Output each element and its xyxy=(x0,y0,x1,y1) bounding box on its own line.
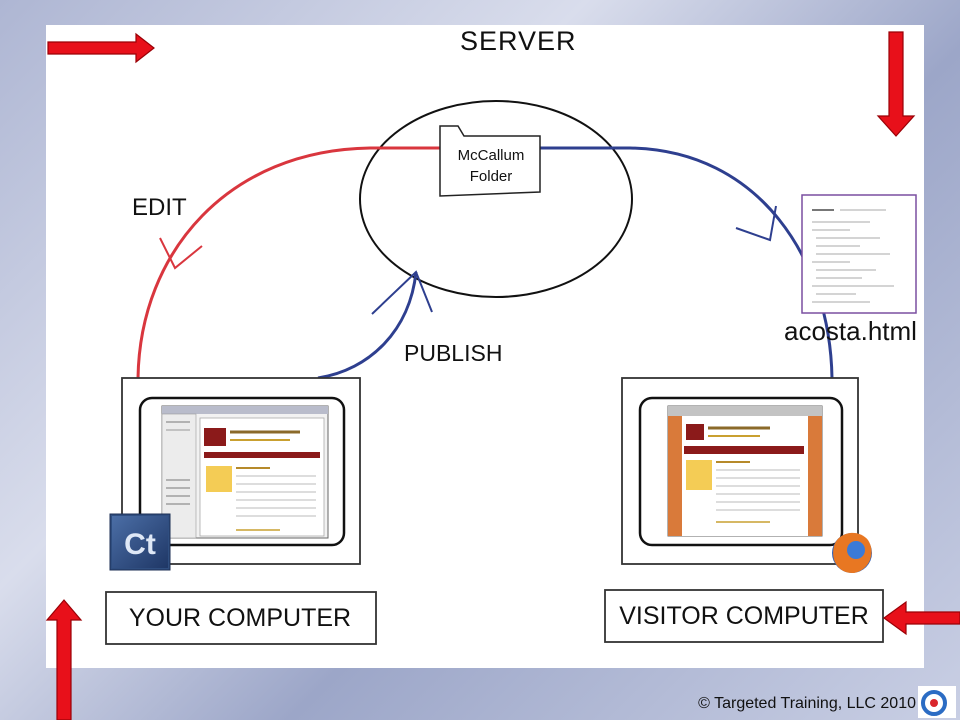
targeted-training-logo xyxy=(918,686,956,718)
visitor-computer-label: VISITOR COMPUTER xyxy=(619,602,869,630)
publish-label: PUBLISH xyxy=(404,340,503,366)
arrow-right-icon xyxy=(47,32,155,64)
edit-line xyxy=(136,146,442,379)
download-line xyxy=(540,146,834,379)
file-name-label: acosta.html xyxy=(784,316,917,346)
server-label: SERVER xyxy=(460,26,577,56)
arrow-up-icon xyxy=(45,599,83,720)
visitor-computer-box xyxy=(604,589,884,643)
firefox-icon xyxy=(832,532,872,574)
folder-label-line2: Folder xyxy=(469,168,513,185)
your-computer-box xyxy=(105,591,377,645)
edit-label: EDIT xyxy=(132,194,187,221)
server-circle xyxy=(359,100,633,298)
folder-label-line1: McCallum xyxy=(457,147,525,164)
edit-arrowhead xyxy=(159,237,203,270)
folder-label: McCallum Folder xyxy=(444,145,538,187)
your-computer-monitor xyxy=(121,377,361,565)
svg-text:Ct: Ct xyxy=(124,528,156,561)
arrow-left-icon xyxy=(882,600,960,636)
arrow-down-icon xyxy=(876,31,916,137)
publish-arrowhead xyxy=(371,270,433,315)
contribute-app-icon: Ct xyxy=(109,513,171,571)
visitor-computer-monitor xyxy=(621,377,859,565)
download-arrowhead xyxy=(735,205,777,242)
your-computer-label: YOUR COMPUTER xyxy=(128,604,352,632)
copyright-text: © Targeted Training, LLC 2010 xyxy=(698,695,916,712)
folder-icon xyxy=(439,125,541,197)
publish-line xyxy=(317,271,418,380)
html-file-icon xyxy=(801,194,917,314)
